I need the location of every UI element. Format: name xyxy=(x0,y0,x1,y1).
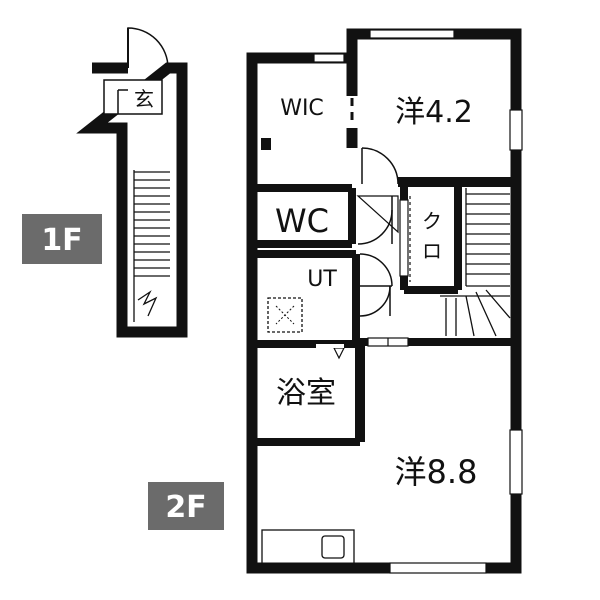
second-floor: 2F xyxy=(148,28,523,574)
bedroom-small-label: 洋4.2 xyxy=(395,95,473,130)
second-floor-badge-label: 2F xyxy=(165,490,206,525)
second-floor-badge xyxy=(148,482,224,530)
first-floor-badge-label: 1F xyxy=(41,223,82,258)
bedroom-large-label: 洋8.8 xyxy=(395,453,478,491)
entrance-label: 玄 xyxy=(134,87,154,111)
first-floor: 1F 玄 xyxy=(22,27,188,338)
wic-label: WIC xyxy=(280,96,324,121)
washing-machine-space xyxy=(267,297,303,333)
entrance-area xyxy=(103,79,163,115)
second-floor-stairs xyxy=(440,188,511,337)
closet-door xyxy=(399,199,409,277)
entrance-door-swing xyxy=(127,27,169,69)
kitchen-counter xyxy=(261,529,355,565)
closet-label-top: ク xyxy=(422,209,442,233)
first-floor-badge xyxy=(22,214,102,264)
door-swings xyxy=(356,147,399,317)
first-floor-stairs xyxy=(133,170,170,322)
toilet-label: WC xyxy=(275,202,329,240)
first-floor-walls xyxy=(76,62,188,338)
bath-door-marker xyxy=(333,347,345,360)
bathroom-label: 浴室 xyxy=(276,376,336,411)
windows xyxy=(313,29,523,574)
closet-label: ロ xyxy=(422,239,442,263)
utility-label: UT xyxy=(307,267,337,292)
